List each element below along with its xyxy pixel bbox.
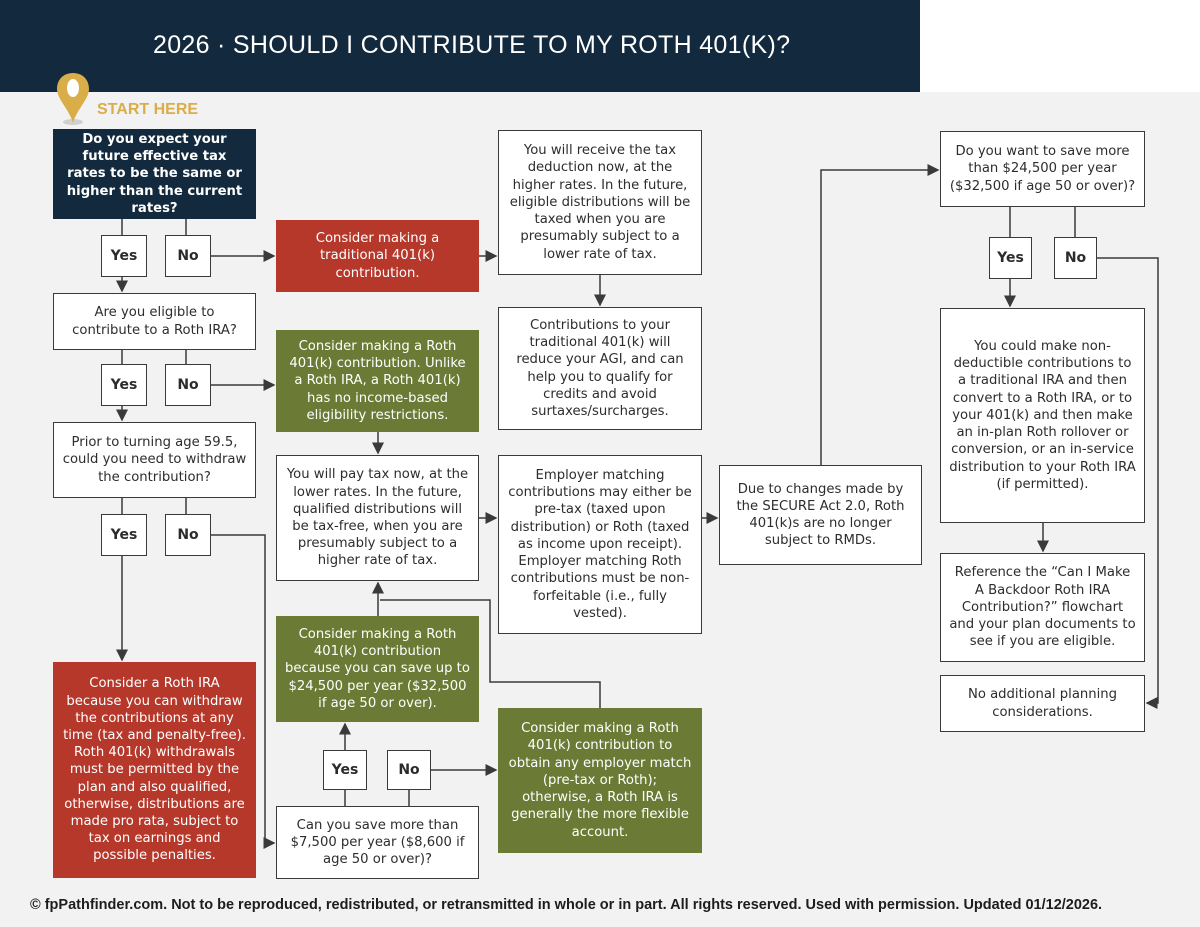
question-withdraw-before-59: Prior to turning age 59.5, could you nee…: [53, 422, 256, 498]
traditional-401k-recommendation: Consider making a traditional 401(k) con…: [276, 220, 479, 292]
deduction-now-note: You will receive the tax deduction now, …: [498, 130, 702, 275]
reduce-agi-note: Contributions to your traditional 401(k)…: [498, 307, 702, 430]
employer-match-note: Employer matching contributions may eith…: [498, 455, 702, 634]
question-tax-rates: Do you expect your future effective tax …: [53, 129, 256, 219]
yes-option: Yes: [989, 237, 1032, 279]
no-option: No: [165, 514, 211, 556]
roth-ira-recommendation: Consider a Roth IRA because you can with…: [53, 662, 256, 878]
page-title: 2026 · SHOULD I CONTRIBUTE TO MY ROTH 40…: [153, 31, 791, 59]
header-banner: 2026 · SHOULD I CONTRIBUTE TO MY ROTH 40…: [0, 0, 920, 92]
save-up-recommendation: Consider making a Roth 401(k) contributi…: [276, 616, 479, 722]
no-additional-considerations: No additional planning considerations.: [940, 675, 1145, 732]
no-option: No: [165, 364, 211, 406]
pay-tax-now-note: You will pay tax now, at the lower rates…: [276, 455, 479, 581]
secure-act-note: Due to changes made by the SECURE Act 2.…: [719, 465, 922, 565]
copyright-footer: © fpPathfinder.com. Not to be reproduced…: [30, 897, 1103, 913]
reference-flowchart-note: Reference the “Can I Make A Backdoor Rot…: [940, 553, 1145, 662]
start-here-label: START HERE: [97, 101, 199, 118]
location-pin-icon: [57, 73, 89, 125]
no-option: No: [387, 750, 431, 790]
question-save-7500: Can you save more than $7,500 per year (…: [276, 806, 479, 879]
header-corner: [920, 0, 1200, 92]
yes-option: Yes: [101, 235, 147, 277]
question-save-24500: Do you want to save more than $24,500 pe…: [940, 131, 1145, 207]
no-option: No: [165, 235, 211, 277]
no-option: No: [1054, 237, 1097, 279]
yes-option: Yes: [323, 750, 367, 790]
roth-no-income-limit-recommendation: Consider making a Roth 401(k) contributi…: [276, 330, 479, 432]
yes-option: Yes: [101, 364, 147, 406]
employer-match-recommendation: Consider making a Roth 401(k) contributi…: [498, 708, 702, 853]
question-roth-ira-eligible: Are you eligible to contribute to a Roth…: [53, 293, 256, 350]
backdoor-note: You could make non-deductible contributi…: [940, 308, 1145, 523]
yes-option: Yes: [101, 514, 147, 556]
